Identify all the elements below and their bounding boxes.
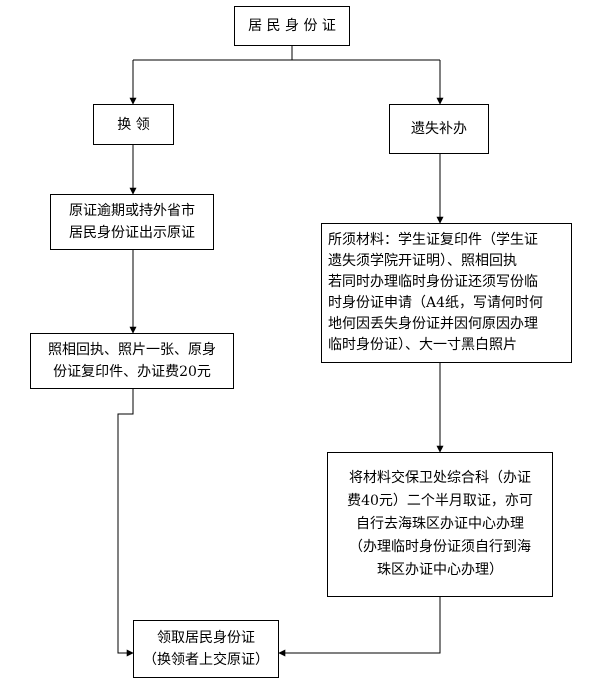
node-exchange-step2-label: 照相回执、照片一张、原身 份证复印件、办证费20元 [48,342,216,380]
node-lost-step1-label: 所须材料：学生证复印件（学生证 遗失须学院开证明）、照相回执 若同时办理临时身份… [328,232,544,353]
arrow-lost-final [278,597,441,657]
node-lost-step2: 将材料交保卫处综合科（办证 费40元）二个半月取证，亦可 自行去海珠区办证中心办… [327,452,553,597]
node-root: 居 民 身 份 证 [234,6,350,46]
node-exchange-label: 换 领 [117,116,150,133]
node-lost-step2-label: 将材料交保卫处综合科（办证 费40元）二个半月取证，亦可 自行去海珠区办证中心办… [347,470,533,578]
node-root-label: 居 民 身 份 证 [248,18,336,34]
node-lost: 遗失补办 [389,104,489,154]
node-exchange-step1: 原证逾期或持外省市 居民身份证出示原证 [50,194,214,250]
node-lost-step1: 所须材料：学生证复印件（学生证 遗失须学院开证明）、照相回执 若同时办理临时身份… [321,223,572,363]
node-exchange: 换 领 [93,104,174,145]
arrow-exchange-final [117,389,134,657]
node-lost-label: 遗失补办 [411,121,467,137]
node-final-label: 领取居民身份证 （换领者上交原证） [143,630,269,668]
node-final: 领取居民身份证 （换领者上交原证） [133,620,279,678]
node-exchange-step1-label: 原证逾期或持外省市 居民身份证出示原证 [69,203,195,241]
node-exchange-step2: 照相回执、照片一张、原身 份证复印件、办证费20元 [30,333,234,389]
